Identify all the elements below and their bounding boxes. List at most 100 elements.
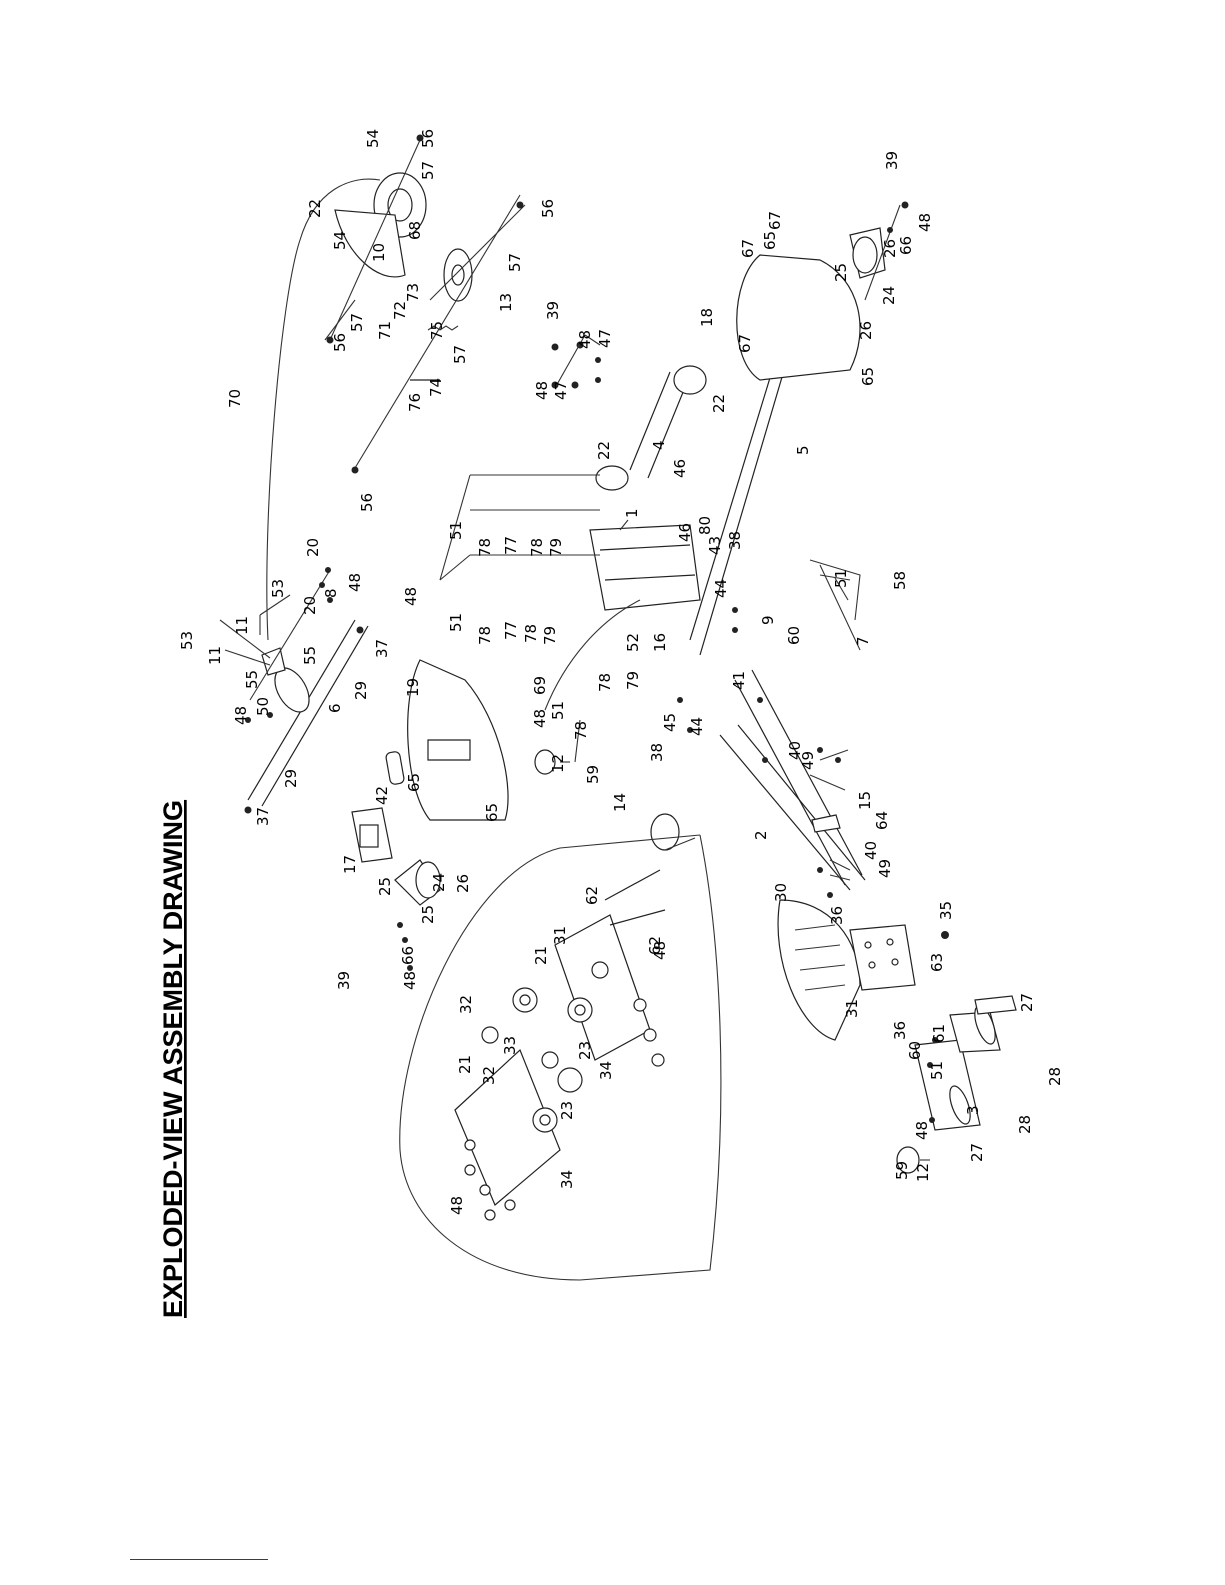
callout-20a: 20	[304, 538, 322, 557]
callout-60a: 60	[785, 626, 803, 645]
callout-8: 8	[322, 588, 340, 598]
callout-56d: 56	[539, 199, 557, 218]
callout-67c: 67	[736, 334, 754, 353]
callout-67b: 67	[766, 211, 784, 230]
side-cover-19-slot	[427, 739, 471, 761]
callout-4: 4	[650, 440, 668, 450]
callout-39a: 39	[335, 971, 353, 990]
callout-53a: 53	[178, 631, 196, 650]
pedal-arm-7	[809, 559, 861, 651]
callout-80: 80	[696, 516, 714, 535]
callout-24b: 24	[880, 286, 898, 305]
leader-lines	[259, 334, 851, 881]
callout-23a: 23	[558, 1101, 576, 1120]
pedal-plate-30	[777, 899, 861, 1041]
callout-51c: 51	[549, 701, 567, 720]
callout-49a: 49	[799, 751, 817, 770]
callout-69: 69	[531, 676, 549, 695]
spring-72	[427, 325, 459, 331]
callout-64: 64	[873, 811, 891, 830]
callout-11a: 11	[206, 646, 224, 665]
callout-2: 2	[752, 830, 770, 840]
callout-26a: 26	[454, 874, 472, 893]
callout-47a: 47	[552, 381, 570, 400]
callout-78e: 78	[596, 673, 614, 692]
flywheel-assembly	[334, 172, 427, 278]
callout-24a: 24	[430, 873, 448, 892]
callout-12a: 12	[549, 754, 567, 773]
resistance-plate-69	[544, 599, 641, 711]
main-frame-tube	[689, 344, 863, 886]
callout-48a: 48	[232, 706, 250, 725]
drawing-title: EXPLODED-VIEW ASSEMBLY DRAWING	[158, 800, 188, 1318]
callout-75: 75	[428, 321, 446, 340]
footer-rule	[130, 1559, 268, 1560]
callout-55a: 55	[243, 670, 261, 689]
callout-48h: 48	[448, 1196, 466, 1215]
callout-48d: 48	[402, 587, 420, 606]
callout-16: 16	[651, 633, 669, 652]
callout-31b: 31	[843, 999, 861, 1018]
callout-3: 3	[964, 1105, 982, 1115]
callout-25c: 25	[832, 263, 850, 282]
callout-7: 7	[854, 636, 872, 646]
callout-57c: 57	[451, 345, 469, 364]
axle-lines	[324, 139, 526, 469]
callout-30: 30	[772, 883, 790, 902]
callout-78d: 78	[522, 624, 540, 643]
tension-knob-lower	[896, 1146, 930, 1174]
callout-50: 50	[254, 697, 272, 716]
callout-61: 61	[930, 1024, 948, 1043]
callout-32a: 32	[457, 995, 475, 1014]
callout-51a: 51	[447, 521, 465, 540]
callout-37b: 37	[373, 639, 391, 658]
callout-41: 41	[730, 671, 748, 690]
callout-54b: 54	[364, 129, 382, 148]
callout-77b: 77	[502, 621, 520, 640]
console-17	[351, 807, 393, 863]
callout-79a: 79	[547, 538, 565, 557]
callout-29a: 29	[282, 769, 300, 788]
callout-65b: 65	[483, 803, 501, 822]
callout-12b: 12	[914, 1163, 932, 1182]
callout-26c: 26	[881, 239, 899, 258]
callout-43: 43	[706, 536, 724, 555]
callout-73: 73	[404, 283, 422, 302]
callout-38a: 38	[648, 743, 666, 762]
cable-70	[266, 178, 381, 641]
callout-57b: 57	[419, 161, 437, 180]
callout-51d: 51	[832, 569, 850, 588]
callout-32b: 32	[480, 1066, 498, 1085]
callout-28b: 28	[1046, 1067, 1064, 1086]
callout-72: 72	[391, 301, 409, 320]
callout-71: 71	[376, 321, 394, 340]
callout-1: 1	[623, 508, 641, 518]
callout-27a: 27	[968, 1143, 986, 1162]
callout-13: 13	[497, 293, 515, 312]
callout-48k: 48	[913, 1121, 931, 1140]
callout-48i: 48	[651, 941, 669, 960]
magnet-14	[650, 813, 696, 851]
callout-57a: 57	[348, 313, 366, 332]
callout-46a: 46	[671, 459, 689, 478]
rear-stabilizer-2	[719, 724, 866, 891]
callout-65d: 65	[859, 367, 877, 386]
callout-58: 58	[891, 571, 909, 590]
callout-57d: 57	[506, 253, 524, 272]
callout-22a: 22	[306, 199, 324, 218]
callout-51e: 51	[928, 1061, 946, 1080]
callout-21b: 21	[532, 946, 550, 965]
callout-38b: 38	[726, 531, 744, 550]
callout-48e: 48	[533, 381, 551, 400]
callout-59a: 59	[584, 765, 602, 784]
callout-78f: 78	[572, 721, 590, 740]
pedal-crank-right	[849, 204, 901, 301]
seat-rail	[247, 619, 369, 807]
callout-31a: 31	[551, 926, 569, 945]
callout-25a: 25	[376, 877, 394, 896]
callout-48g: 48	[531, 709, 549, 728]
callout-45: 45	[661, 713, 679, 732]
callout-68: 68	[406, 221, 424, 240]
callout-62a: 62	[583, 886, 601, 905]
